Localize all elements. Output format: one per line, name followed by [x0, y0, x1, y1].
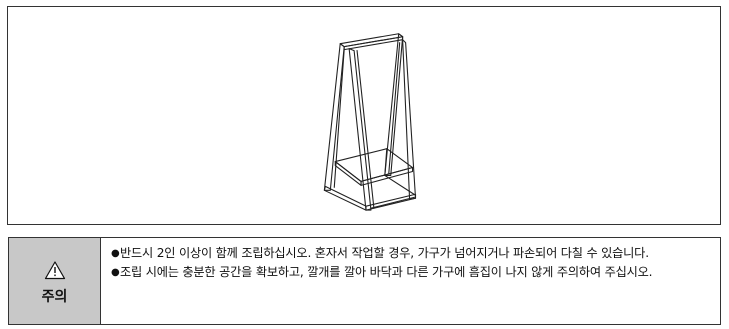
front-right-leg: [384, 33, 404, 176]
caution-label-cell: 주의: [9, 238, 101, 324]
bullet-icon: ●: [111, 248, 120, 259]
caution-text-space-and-mat: 조립 시에는 충분한 공간을 확보하고, 깔개를 깔아 바닥과 다른 가구에 흠…: [120, 264, 653, 279]
caution-content: ● 반드시 2인 이상이 함께 조립하십시오. 혼자서 작업할 경우, 가구가 …: [101, 238, 720, 324]
back-right-leg: [402, 39, 417, 200]
bullet-icon: ●: [111, 266, 120, 278]
caution-item-space-and-mat: ● 조립 시에는 충분한 공간을 확보하고, 깔개를 깔아 바닥과 다른 가구에…: [111, 265, 700, 281]
caution-label: 주의: [41, 289, 68, 305]
shelf-side: [334, 161, 362, 186]
back-left-leg: [348, 48, 372, 211]
caution-item-two-people: ● 반드시 2인 이상이 함께 조립하십시오. 혼자서 작업할 경우, 가구가 …: [111, 246, 700, 262]
bottom-front-rail: [365, 193, 417, 211]
front-left-leg: [323, 43, 345, 191]
clothes-rack-illustration: [323, 33, 417, 211]
shelf-top: [334, 148, 414, 182]
product-illustration-frame: [7, 6, 721, 225]
caution-notice-box: 주의 ● 반드시 2인 이상이 함께 조립하십시오. 혼자서 작업할 경우, 가…: [8, 237, 721, 325]
warning-triangle-icon: [44, 261, 65, 280]
caution-text-two-people: 반드시 2인 이상이 함께 조립하십시오. 혼자서 작업할 경우, 가구가 넘어…: [120, 246, 649, 260]
